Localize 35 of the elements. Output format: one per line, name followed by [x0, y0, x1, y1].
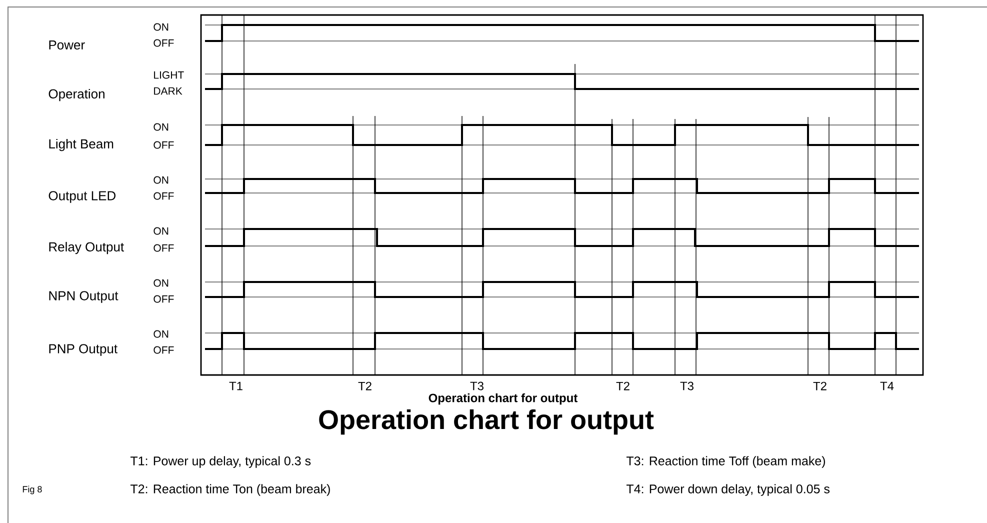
- state-label: OFF: [154, 141, 174, 149]
- state-label: OFF: [154, 346, 174, 354]
- signal-name: Power: [49, 40, 85, 50]
- note: T3: Reaction time Toff (beam make): [626, 456, 826, 468]
- state-label: OFF: [154, 192, 174, 200]
- time-marker: T3: [470, 382, 484, 390]
- signal-name: Relay Output: [49, 242, 124, 254]
- state-label: ON: [154, 227, 168, 235]
- state-label: OFF: [154, 39, 174, 47]
- time-marker: T2: [813, 382, 826, 390]
- signal-name: Light Beam: [49, 138, 114, 152]
- time-marker: T2: [616, 382, 630, 390]
- state-label: ON: [154, 23, 168, 31]
- time-marker: T4: [880, 382, 894, 390]
- chart-title: Operation chart for output: [319, 409, 654, 435]
- state-label: ON: [154, 123, 168, 131]
- state-label: OFF: [154, 295, 174, 303]
- state-label: ON: [154, 176, 168, 184]
- signal-name: NPN Output: [49, 291, 118, 303]
- time-marker: T3: [680, 382, 694, 390]
- state-label: OFF: [154, 244, 174, 252]
- signal-name: Operation: [48, 88, 104, 102]
- figure-number: Fig 8: [22, 486, 42, 494]
- state-label: LIGHT: [154, 71, 184, 79]
- state-label: ON: [154, 279, 168, 287]
- state-label: ON: [154, 330, 168, 338]
- time-marker: T1: [229, 382, 242, 390]
- chart-subtitle: Operation chart for output: [428, 393, 578, 405]
- signal-name: Output LED: [48, 191, 116, 203]
- state-label: DARK: [154, 87, 182, 95]
- note: T4: Power down delay, typical 0.05 s: [626, 484, 830, 496]
- time-marker: T2: [358, 382, 372, 390]
- signal-name: PNP Output: [49, 344, 118, 356]
- note: T1: Power up delay, typical 0.3 s: [130, 456, 311, 468]
- note: T2: Reaction time Ton (beam break): [130, 484, 330, 496]
